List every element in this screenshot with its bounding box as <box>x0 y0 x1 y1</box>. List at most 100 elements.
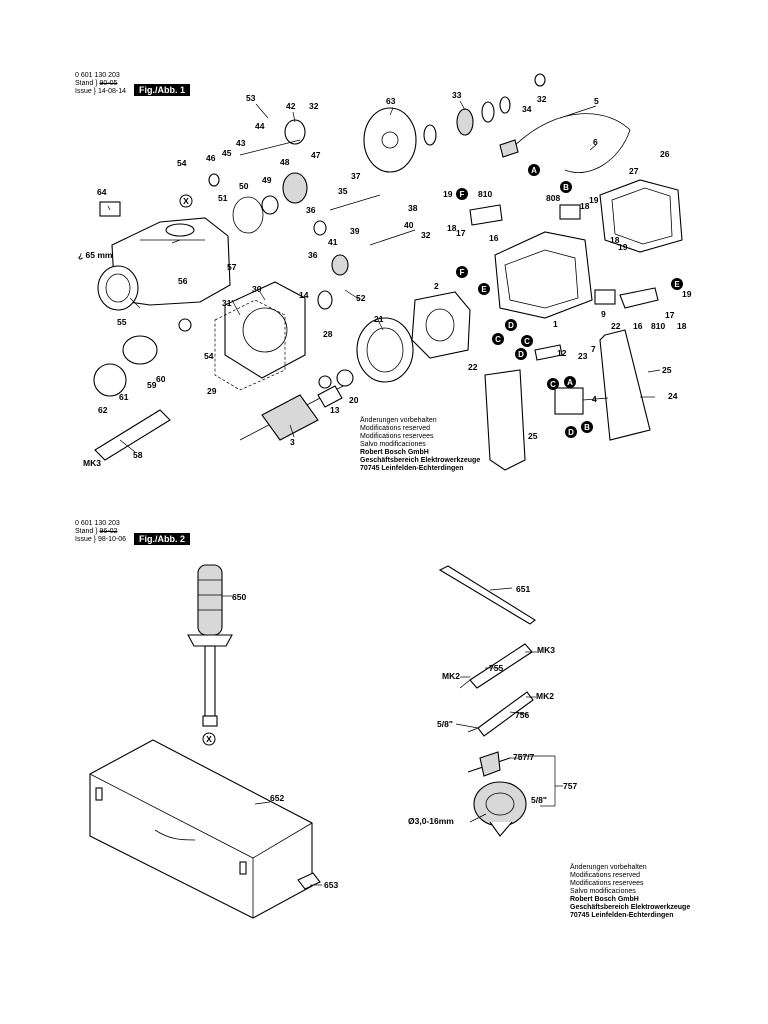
stator <box>356 291 471 383</box>
note-line4: Salvo modificaciones <box>360 441 426 448</box>
label-34: 34 <box>522 104 532 114</box>
label-650: 650 <box>232 592 246 602</box>
svg-text:F: F <box>460 190 465 199</box>
svg-text:D: D <box>508 321 514 330</box>
label-756: 756 <box>515 710 529 720</box>
note-line1: Änderungen vorbehalten <box>360 417 437 424</box>
label-54a: 54 <box>177 158 187 168</box>
note-line3: Modifications reservees <box>360 433 434 440</box>
label-48: 48 <box>280 157 290 167</box>
sheet2-figure-label: Fig./Abb. 2 <box>134 533 190 545</box>
ref-tag-b1: B <box>560 181 572 193</box>
label-44: 44 <box>255 121 265 131</box>
ref-tag-e1: E <box>478 283 490 295</box>
svg-text:D: D <box>518 350 524 359</box>
label-55: 55 <box>117 317 127 327</box>
sheet1-issue-date: 14-08-14 <box>97 88 126 95</box>
label-22a: 22 <box>611 321 621 331</box>
chuck-key <box>467 751 511 777</box>
label-25b: 25 <box>528 431 538 441</box>
fig2-part-labels: 650 651 MK3 755 MK2 MK2 756 5/8" 757/7 7… <box>232 584 577 890</box>
label-22b: 22 <box>468 362 478 372</box>
fig1-exploded-view: A B F F E E D C C D A C B D X 53 42 32 6… <box>78 73 692 471</box>
label-54b: 54 <box>204 351 214 361</box>
note2-line1: Änderungen vorbehalten <box>570 864 647 871</box>
sheet1-header: 0 601 130 203 Stand } 90-05 Issue } 14-0… <box>75 72 126 95</box>
leader-lines <box>107 100 661 453</box>
label-5: 5 <box>594 96 599 106</box>
armature <box>239 369 354 441</box>
spindle-assembly <box>93 318 192 461</box>
svg-text:X: X <box>206 734 212 744</box>
label-6: 6 <box>593 137 598 147</box>
label-40: 40 <box>404 220 414 230</box>
note2-line2: Modifications reserved <box>570 872 641 879</box>
motor-housing <box>494 179 683 319</box>
spindle-gears <box>423 73 546 146</box>
sheet2-header: 0 601 130 203 Stand } 96-02 Issue } 98-1… <box>75 520 126 543</box>
label-12: 12 <box>557 348 567 358</box>
label-36a: 36 <box>306 205 316 215</box>
sheet1-issue-label: Issue <box>75 88 92 95</box>
note2-address: 70745 Leinfelden-Echterdingen <box>570 912 674 919</box>
label-3: 3 <box>290 437 295 447</box>
ref-tag-d3: D <box>565 426 577 438</box>
label-24: 24 <box>668 391 678 401</box>
label-60: 60 <box>156 374 166 384</box>
label-33: 33 <box>452 90 462 100</box>
auxiliary-handle <box>187 564 233 727</box>
ref-tag-a2: A <box>564 376 576 388</box>
label-chuck-range: Ø3,0-16mm <box>408 816 454 826</box>
ref-tag-x2: X <box>202 732 216 746</box>
label-14: 14 <box>299 290 309 300</box>
label-810b: 810 <box>651 321 665 331</box>
label-757: 757 <box>563 781 577 791</box>
sheet2-stand-date: 96-02 <box>99 528 118 535</box>
label-46: 46 <box>206 153 216 163</box>
ref-tag-c2: C <box>521 335 533 347</box>
label-41: 41 <box>328 237 338 247</box>
label-19a: 19 <box>443 189 453 199</box>
svg-text:A: A <box>531 166 537 175</box>
label-19d: 19 <box>682 289 692 299</box>
label-651: 651 <box>516 584 530 594</box>
svg-text:F: F <box>460 268 465 277</box>
ref-tag-x1: X <box>179 194 193 208</box>
label-653: 653 <box>324 880 338 890</box>
label-63: 63 <box>386 96 396 106</box>
sheet1-doc-number: 0 601 130 203 <box>75 72 120 79</box>
label-56: 56 <box>178 276 188 286</box>
sheet2-stand-label: Stand <box>75 528 94 535</box>
gear-housing <box>97 217 231 311</box>
svg-text:X: X <box>183 196 189 206</box>
label-37: 37 <box>351 171 361 181</box>
label-26: 26 <box>660 149 670 159</box>
label-45: 45 <box>222 148 232 158</box>
svg-text:E: E <box>674 280 680 289</box>
label-1: 1 <box>553 319 558 329</box>
label-2: 2 <box>434 281 439 291</box>
label-17b: 17 <box>665 310 675 320</box>
label-39: 39 <box>350 226 360 236</box>
label-mk3: MK3 <box>83 458 101 468</box>
label-59: 59 <box>147 380 157 390</box>
svg-text:A: A <box>567 378 573 387</box>
sheet2-notes: Änderungen vorbehalten Modifications res… <box>570 864 690 920</box>
label-27: 27 <box>629 166 639 176</box>
note-line2: Modifications reserved <box>360 425 431 432</box>
note2-line4: Salvo modificaciones <box>570 888 636 895</box>
label-65mm: ¿ 65 mm <box>78 250 113 260</box>
label-17a: 17 <box>456 228 466 238</box>
label-9: 9 <box>601 309 606 319</box>
taper-adapter-756 <box>467 691 534 737</box>
svg-text:C: C <box>550 380 556 389</box>
label-36b: 36 <box>308 250 318 260</box>
decal-9 <box>594 289 616 305</box>
label-25a: 25 <box>662 365 672 375</box>
svg-text:B: B <box>563 183 569 192</box>
ref-tag-b2: B <box>581 421 593 433</box>
ref-tag-c1: C <box>492 333 504 345</box>
sheet2-issue-label: Issue <box>75 536 92 543</box>
label-53: 53 <box>246 93 256 103</box>
